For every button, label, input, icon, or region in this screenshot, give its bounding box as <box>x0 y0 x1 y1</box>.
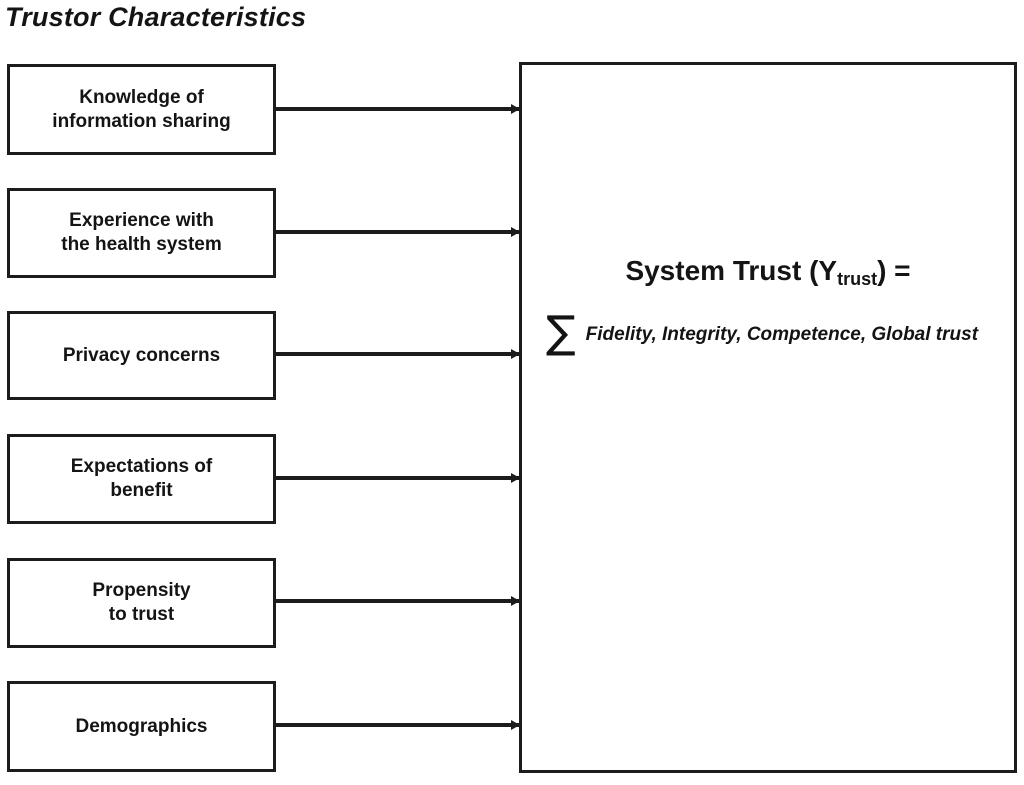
arrow-head-icon <box>511 596 520 606</box>
determinant-box: Expectations of benefit <box>7 434 276 524</box>
outcome-components-list: Fidelity, Integrity, Competence, Global … <box>585 324 979 345</box>
outcome-heading-tail: ) = <box>877 255 911 286</box>
connector-arrow <box>276 227 520 237</box>
connector-arrow <box>276 596 520 606</box>
connector-arrow <box>276 473 520 483</box>
connector-arrow <box>276 104 520 114</box>
determinant-box-label: Knowledge of information sharing <box>52 86 231 132</box>
determinant-box: Demographics <box>7 681 276 772</box>
arrow-head-icon <box>511 104 520 114</box>
outcome-heading-subscript: trust <box>837 269 878 289</box>
outcome-formula: ∑ Fidelity, Integrity, Competence, Globa… <box>546 307 979 358</box>
determinant-box: Knowledge of information sharing <box>7 64 276 155</box>
outcome-box-system-trust: System Trust (Ytrust) = ∑ Fidelity, Inte… <box>519 62 1017 773</box>
outcome-heading-text: System Trust (Y <box>625 255 838 286</box>
connector-arrow <box>276 720 520 730</box>
arrow-head-icon <box>511 473 520 483</box>
connector-arrow <box>276 349 520 359</box>
determinant-box-label: Demographics <box>75 715 208 737</box>
determinant-box: Propensity to trust <box>7 558 276 648</box>
determinant-box-label: Experience with the health system <box>61 210 222 255</box>
page-title: Trustor Characteristics <box>5 2 307 32</box>
summation-sigma-icon: ∑ <box>546 307 576 358</box>
arrow-head-icon <box>511 349 520 359</box>
determinant-box-label: Privacy concerns <box>62 344 221 366</box>
arrow-head-icon <box>511 227 520 237</box>
determinant-box: Privacy concerns <box>7 311 276 400</box>
outcome-heading: System Trust (Ytrust) = <box>522 255 1014 289</box>
arrow-head-icon <box>511 720 520 730</box>
determinant-box: Experience with the health system <box>7 188 276 278</box>
determinant-box-label: Expectations of benefit <box>70 456 213 501</box>
determinant-box-label: Propensity to trust <box>92 580 191 625</box>
